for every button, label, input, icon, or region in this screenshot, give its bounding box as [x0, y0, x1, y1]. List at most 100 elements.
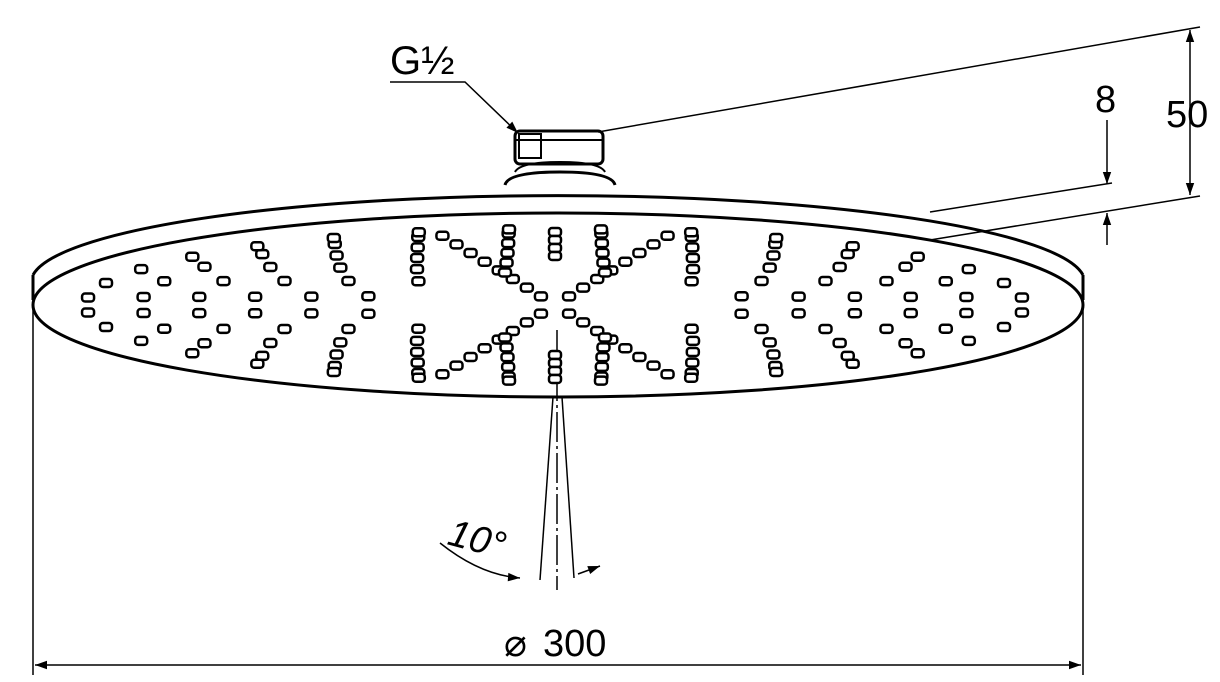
nozzle: [734, 308, 749, 319]
nozzle: [959, 307, 974, 319]
nozzle: [409, 346, 425, 358]
nozzle: [497, 332, 513, 343]
nozzle: [435, 369, 450, 380]
nozzle: [646, 239, 661, 250]
nozzle: [497, 267, 513, 278]
nozzle: [80, 292, 96, 303]
nozzle: [632, 247, 647, 259]
nozzle: [575, 282, 591, 293]
nozzle: [192, 291, 207, 303]
nozzle: [216, 323, 231, 335]
nozzle: [593, 224, 609, 235]
nozzle: [561, 308, 577, 319]
nozzle: [684, 275, 699, 287]
nozzle: [329, 349, 344, 360]
nozzle: [632, 351, 647, 363]
nozzle: [98, 321, 114, 333]
nozzle: [156, 323, 172, 335]
nozzle: [519, 282, 535, 293]
nozzle: [410, 242, 425, 253]
nozzle: [185, 251, 200, 263]
nozzle: [575, 317, 591, 328]
nozzle: [766, 250, 781, 261]
nozzle: [501, 375, 517, 386]
nozzle: [341, 323, 356, 335]
nozzle: [597, 332, 613, 343]
nozzle: [547, 250, 563, 262]
nozzle: [411, 275, 426, 287]
nozzle: [80, 307, 96, 318]
nozzle: [1014, 307, 1030, 318]
nozzle: [959, 291, 974, 303]
nozzle: [847, 291, 863, 302]
nozzle: [449, 360, 464, 371]
nozzle: [818, 323, 833, 335]
nozzle: [685, 242, 700, 253]
nozzle: [277, 275, 292, 287]
nozzle: [533, 308, 549, 319]
nozzle: [435, 230, 450, 241]
nozzle: [499, 342, 514, 353]
spray-angle-label: 10°: [444, 512, 510, 567]
diameter-label: 300: [543, 623, 606, 665]
nozzle: [500, 237, 516, 249]
nozzle: [791, 291, 806, 302]
nozzle: [754, 275, 769, 287]
nozzle: [263, 337, 278, 349]
nozzle: [766, 349, 781, 360]
nozzle: [845, 241, 860, 252]
nozzle: [847, 308, 863, 319]
nozzle: [329, 250, 344, 261]
nozzle: [938, 323, 954, 335]
nozzle: [156, 275, 172, 287]
nozzle: [277, 323, 292, 335]
nozzle: [326, 366, 342, 378]
nozzle: [250, 241, 265, 252]
nozzle: [768, 232, 784, 244]
nozzle: [1014, 292, 1030, 303]
nozzle: [326, 232, 342, 244]
nozzle: [996, 321, 1012, 333]
nozzle: [333, 337, 348, 348]
nozzle: [594, 361, 610, 373]
nozzle: [685, 252, 701, 264]
nozzle: [263, 261, 278, 273]
connector-nut: [503, 129, 617, 186]
nozzle: [685, 346, 701, 358]
nozzle: [98, 277, 114, 289]
nozzle: [547, 373, 563, 385]
nozzle: [411, 323, 426, 335]
nozzle: [501, 224, 517, 235]
nozzle: [304, 308, 319, 319]
nozzle: [247, 291, 263, 302]
nozzle: [333, 262, 348, 273]
nozzle: [197, 338, 212, 349]
nozzle: [879, 275, 894, 287]
nozzle: [411, 372, 427, 383]
nozzle: [845, 358, 860, 369]
nozzle: [597, 267, 613, 278]
nozzle: [463, 351, 478, 363]
nozzle: [683, 372, 699, 383]
nozzle: [500, 351, 515, 363]
nozzle: [411, 227, 427, 238]
outer-rim: [31, 194, 1085, 276]
thread-label: G½: [390, 39, 454, 83]
nozzle: [561, 291, 577, 302]
nozzle: [832, 261, 847, 273]
nozzle: [410, 357, 425, 368]
nozzle: [341, 275, 356, 287]
nozzle: [533, 291, 549, 302]
nozzle: [996, 277, 1012, 289]
nozzle: [594, 237, 610, 249]
nozzle: [595, 247, 610, 259]
nozzle: [409, 252, 425, 264]
nozzle: [903, 307, 918, 319]
nozzle: [685, 263, 701, 275]
nozzle: [832, 337, 847, 349]
nozzle: [938, 275, 954, 287]
nozzle: [500, 247, 515, 259]
nozzle: [910, 347, 925, 359]
nozzle: [660, 369, 675, 380]
